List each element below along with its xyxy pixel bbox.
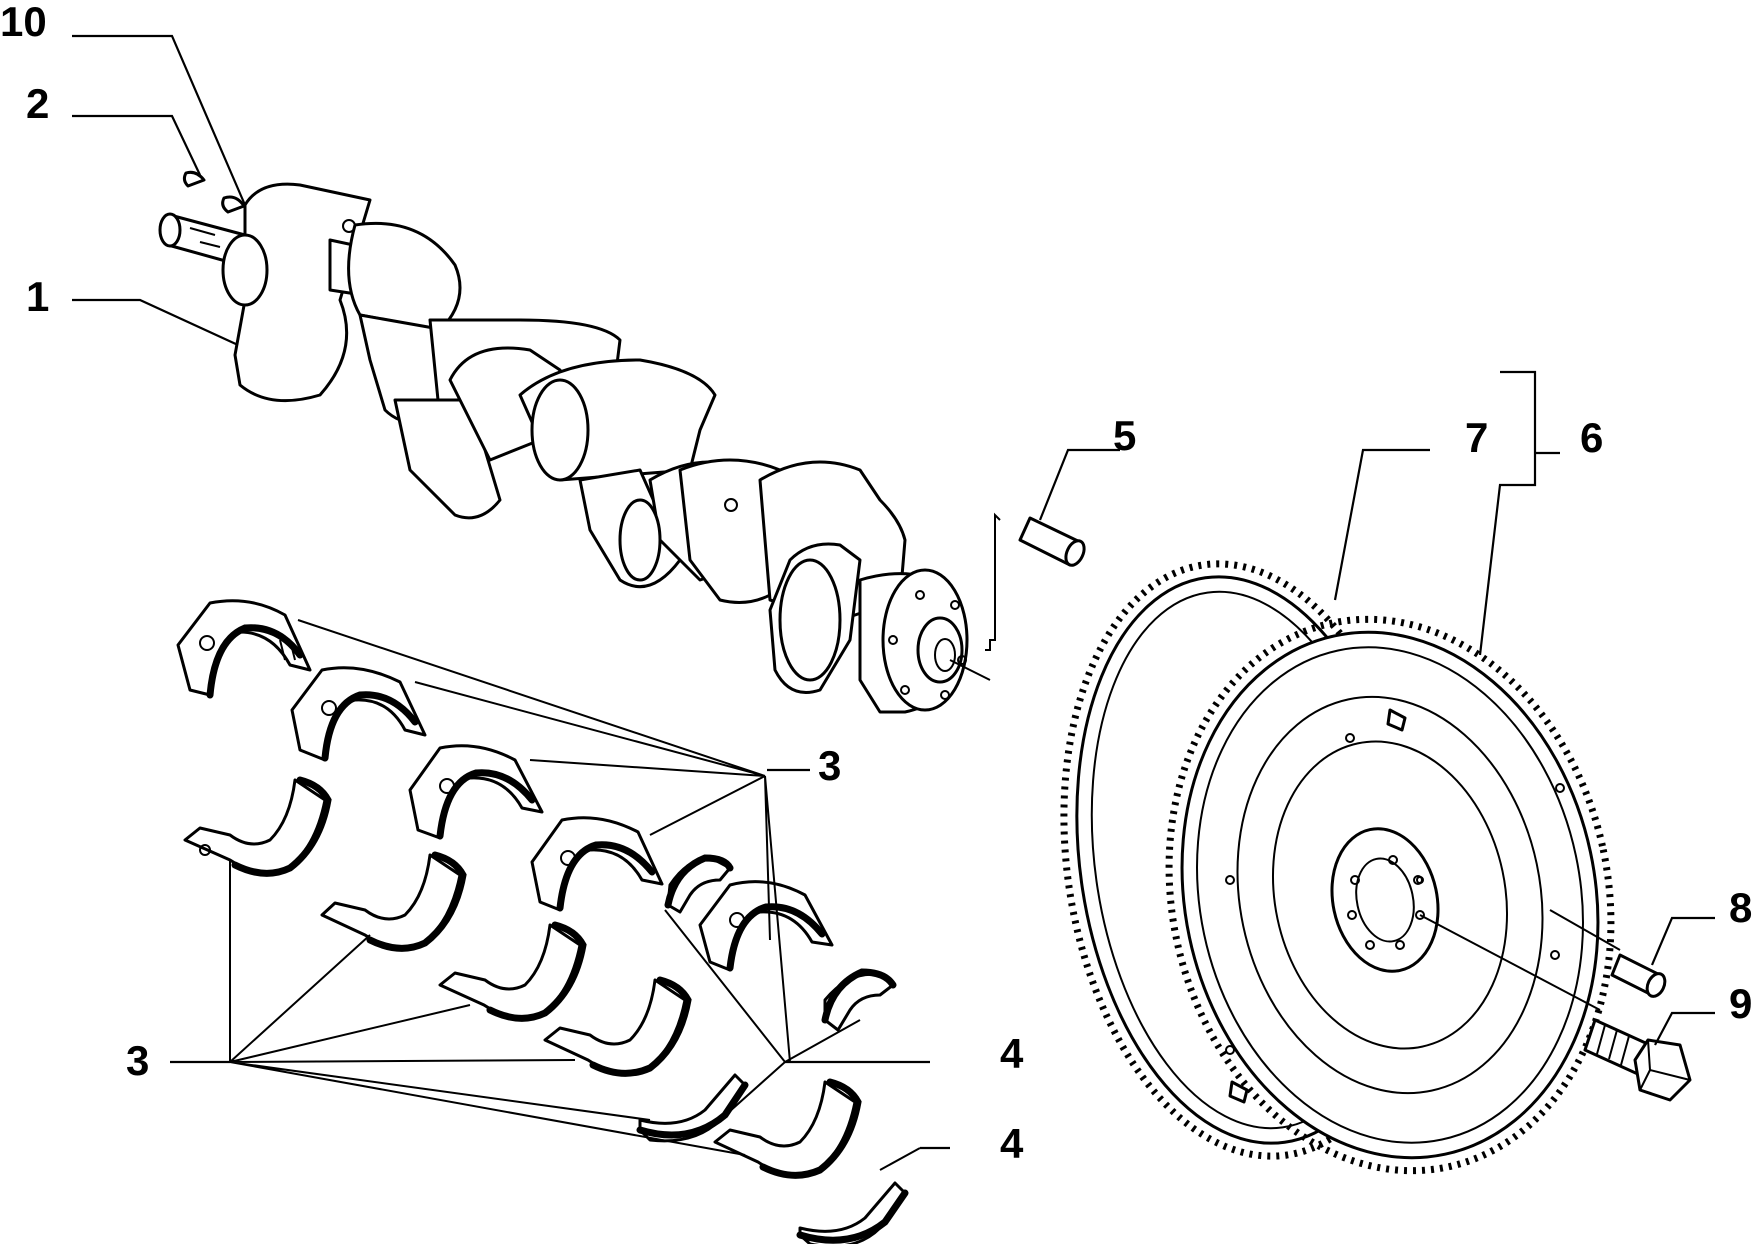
callout-1: 1 xyxy=(26,273,49,320)
bearing-shell-upper-5[interactable] xyxy=(698,880,834,972)
bearing-shell-upper-2[interactable] xyxy=(290,666,427,762)
callout-7: 7 xyxy=(1465,414,1488,461)
dowel-pin-5[interactable] xyxy=(985,512,1088,651)
woodruff-key-10[interactable] xyxy=(221,195,246,214)
bearing-shell-lower-5[interactable] xyxy=(713,1078,862,1179)
callout-8: 8 xyxy=(1729,884,1752,931)
bearing-shell-upper-3[interactable] xyxy=(408,744,544,840)
callout-2: 2 xyxy=(26,80,49,127)
bearing-shell-lower-1[interactable] xyxy=(183,776,332,877)
bearing-shell-lower-3[interactable] xyxy=(438,921,587,1022)
crankshaft[interactable] xyxy=(158,182,991,714)
callout-9: 9 xyxy=(1729,980,1752,1027)
thrust-washers[interactable] xyxy=(636,854,909,1244)
main-bearing-shells[interactable] xyxy=(176,599,862,1179)
callout-3-upper: 3 xyxy=(818,742,841,789)
leader-lines xyxy=(72,34,1715,1171)
callout-3-lower: 3 xyxy=(126,1037,149,1084)
callout-10: 10 xyxy=(0,0,47,45)
bearing-shell-lower-4[interactable] xyxy=(543,976,692,1077)
bearing-shell-upper-4[interactable] xyxy=(530,816,664,912)
woodruff-key-2[interactable] xyxy=(182,170,206,188)
bearing-shell-lower-2[interactable] xyxy=(320,851,467,952)
flywheel-6[interactable] xyxy=(1119,578,1661,1212)
bolt-9[interactable] xyxy=(1583,1018,1692,1102)
pin-8[interactable] xyxy=(1610,953,1668,999)
callout-5: 5 xyxy=(1113,412,1136,459)
bearing-shell-upper-1[interactable] xyxy=(176,599,312,699)
callout-4-upper: 4 xyxy=(1000,1030,1024,1077)
callout-6: 6 xyxy=(1580,414,1603,461)
callout-4-lower: 4 xyxy=(1000,1120,1024,1167)
